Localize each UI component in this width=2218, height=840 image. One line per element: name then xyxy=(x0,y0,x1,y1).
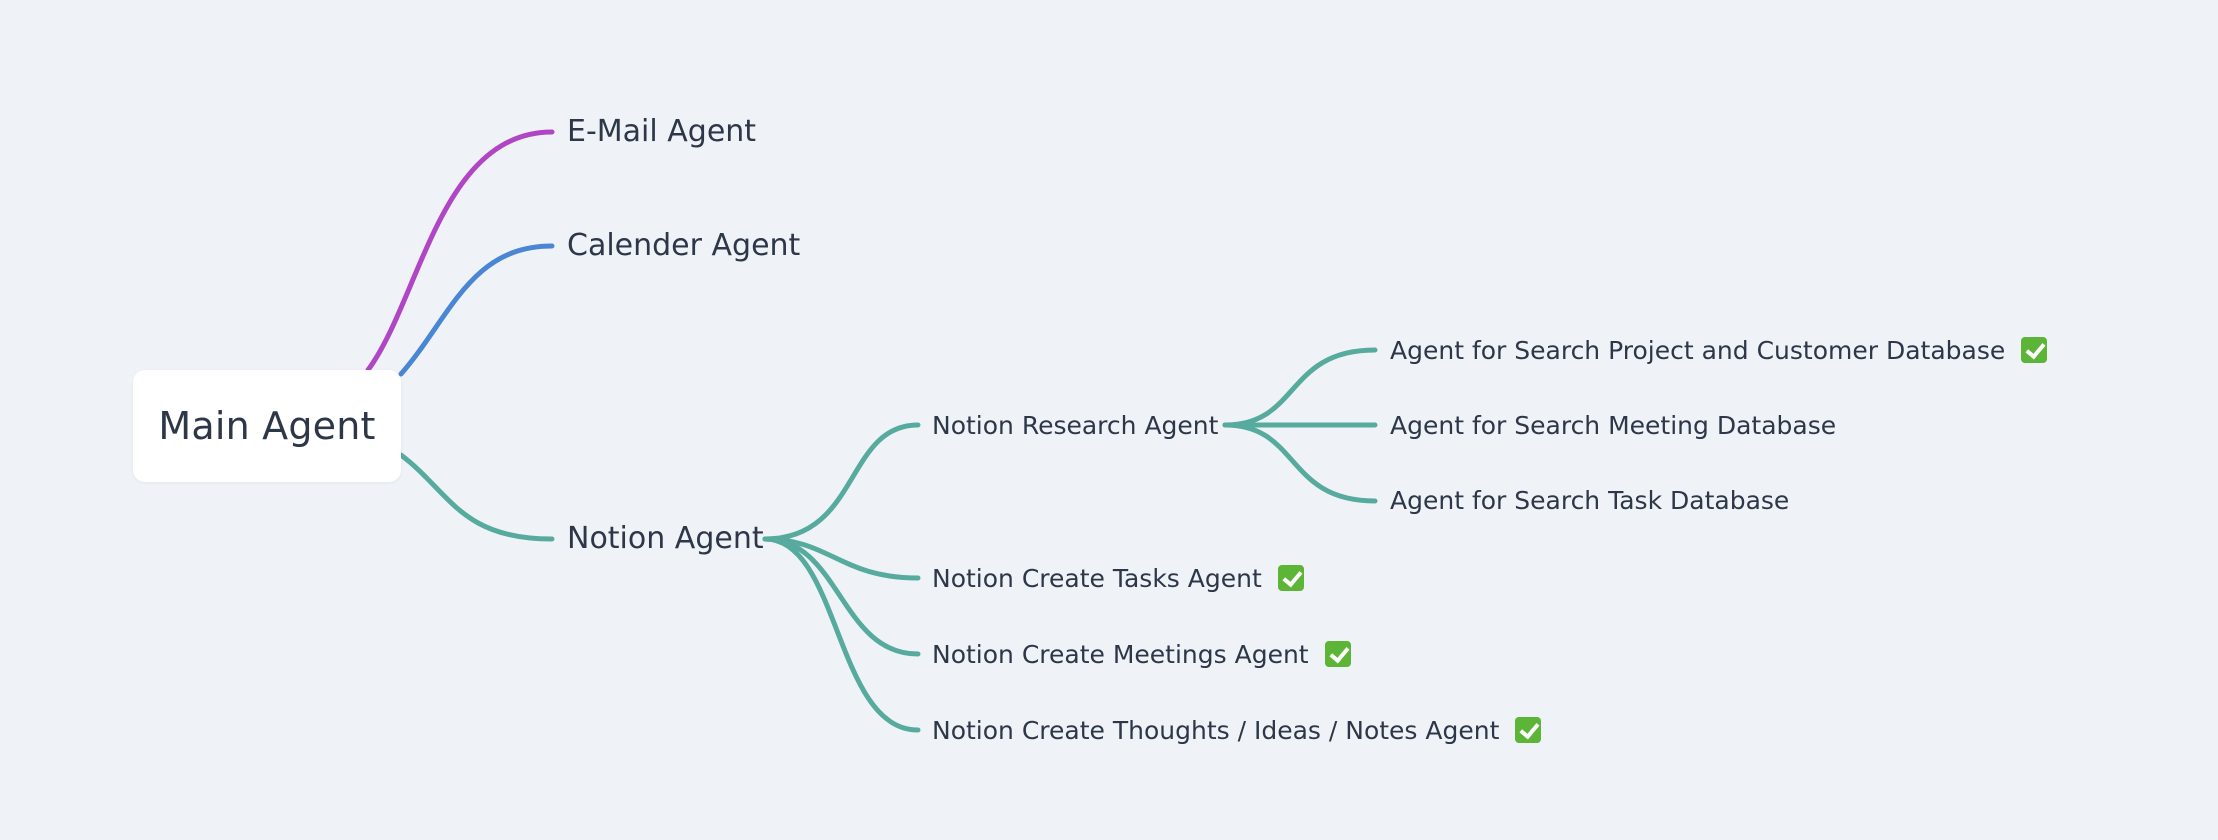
calendar-agent-node[interactable]: Calender Agent xyxy=(567,231,800,261)
notion-create-meetings-agent-label: Notion Create Meetings Agent xyxy=(932,640,1309,669)
notion-create-thoughts-agent-node[interactable]: Notion Create Thoughts / Ideas / Notes A… xyxy=(932,716,1542,745)
notion-agent-label: Notion Agent xyxy=(567,521,764,556)
edge-notion-thoughts xyxy=(762,536,921,733)
email-agent-label: E-Mail Agent xyxy=(567,114,757,149)
notion-agent-node[interactable]: Notion Agent xyxy=(567,524,764,554)
notion-create-meetings-agent-node[interactable]: Notion Create Meetings Agent xyxy=(932,641,1351,667)
search-task-agent-label: Agent for Search Task Database xyxy=(1390,486,1790,515)
check-box-icon xyxy=(1324,641,1351,667)
edge-main-email xyxy=(365,129,555,373)
notion-research-agent-node[interactable]: Notion Research Agent xyxy=(932,413,1218,438)
notion-create-tasks-agent-node[interactable]: Notion Create Tasks Agent xyxy=(932,565,1304,591)
notion-research-agent-label: Notion Research Agent xyxy=(932,411,1219,440)
check-box-icon xyxy=(2021,337,2048,363)
check-box-icon xyxy=(1515,717,1542,743)
edge-notion-research xyxy=(762,422,921,542)
edge-research-task xyxy=(1222,422,1378,504)
main-agent-node[interactable]: Main Agent xyxy=(133,370,401,482)
edge-main-notion xyxy=(398,452,555,542)
search-meeting-agent-node[interactable]: Agent for Search Meeting Database xyxy=(1390,413,1836,438)
search-meeting-agent-label: Agent for Search Meeting Database xyxy=(1390,411,1837,440)
main-agent-label: Main Agent xyxy=(158,404,376,448)
notion-create-thoughts-agent-label: Notion Create Thoughts / Ideas / Notes A… xyxy=(932,716,1500,745)
search-project-customer-agent-label: Agent for Search Project and Customer Da… xyxy=(1390,336,2006,365)
edge-main-calendar xyxy=(398,243,555,377)
search-project-customer-agent-node[interactable]: Agent for Search Project and Customer Da… xyxy=(1390,336,2048,365)
edge-research-project xyxy=(1222,347,1378,428)
notion-create-tasks-agent-label: Notion Create Tasks Agent xyxy=(932,564,1262,593)
check-box-icon xyxy=(1277,565,1304,591)
calendar-agent-label: Calender Agent xyxy=(567,228,801,263)
search-task-agent-node[interactable]: Agent for Search Task Database xyxy=(1390,488,1789,513)
edge-notion-meetings xyxy=(762,536,921,657)
email-agent-node[interactable]: E-Mail Agent xyxy=(567,117,756,147)
